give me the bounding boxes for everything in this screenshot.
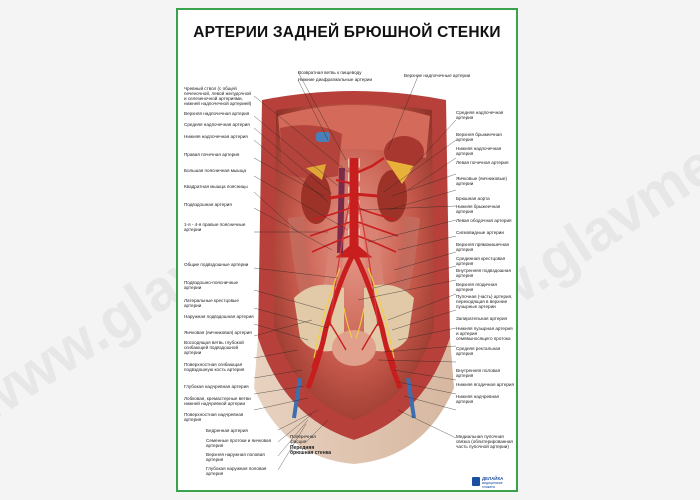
label-right-5: Яичковые (яичниковые) артерии [456, 176, 507, 186]
label-right-3: Нижняя надпочечная артерия [456, 146, 502, 156]
logo-tagline: медицинские плакаты [482, 481, 503, 489]
label-left-16: Поверхностная огибающая подвздошную кост… [184, 362, 245, 372]
label-left-15: Восходящая ветвь глубокой огибающей подв… [184, 340, 244, 355]
label-left-18: Лобковая, кремастерные ветви нижней надч… [184, 396, 251, 406]
label-right-19: Нижняя ягодичная артерия [456, 382, 514, 387]
label-left-12: Латеральные крестцовые артерии [184, 298, 239, 308]
label-left-5: Правая почечная артерия [184, 152, 240, 157]
label-left-2: Верхняя надпочечная артерия [184, 111, 250, 116]
label-left-13: Наружная подвздошная артерия [184, 314, 254, 319]
label-right-16: Нижняя пузырная артерия и артерия семявы… [456, 326, 513, 341]
label-left-14: Яичковая (яичниковая) артерия [184, 330, 252, 335]
label-right-8: Левая ободочная артерия [456, 218, 512, 223]
label-right-13: Верхняя ягодичная артерия [456, 282, 497, 292]
label-right-7: Нижняя брыжеечная артерия [456, 204, 501, 214]
label-right-10: Верхняя прямокишечная артерия [456, 242, 510, 252]
label-right-14: Пупочная (часть) артерия, переходящая в … [456, 294, 513, 309]
label-right-21: Медиальная пупочная связка (облитерирова… [456, 434, 513, 449]
label-left-9: 1-я - 4-я правые поясничные артерии [184, 222, 246, 232]
label-bottom-4: Глубокая наружная половая артерия [206, 466, 267, 476]
label-right-4: Левая почечная артерия [456, 160, 509, 165]
label-left-1: Чревный ствол (с общей печеночной, левой… [184, 86, 252, 106]
label-left-3: Средняя надпочечная артерия [184, 122, 250, 127]
label-top-3: Верхние надпочечные артерии [404, 73, 471, 78]
label-top-1: Возвратная ветвь к пищеводу [298, 70, 362, 75]
label-right-6: Брюшная аорта [456, 196, 490, 201]
label-top-2: Нижние диафрагмальные артерии [298, 77, 373, 82]
label-bottom-1: Бедренная артерия [206, 428, 248, 433]
label-left-8: Подвздошная артерия [184, 202, 232, 207]
label-right-17: Средняя ректальная артерия [456, 346, 501, 356]
label-right-9: Сигмовидные артерии [456, 230, 504, 235]
label-right-11: Срединная крестцовая артерия [456, 256, 506, 266]
label-right-20: Нижняя надчревная артерия [456, 394, 500, 404]
abdominal-wall-illustration [254, 91, 454, 464]
label-left-11: Подвздошно-поясничные артерии [184, 280, 239, 290]
poster: АРТЕРИИ ЗАДНЕЙ БРЮШНОЙ СТЕНКИ [176, 8, 518, 492]
label-fascia: Поперечная фасция [290, 434, 316, 444]
label-right-12: Внутренняя подвздошная артерия [456, 268, 511, 278]
label-right-18: Внутренняя половая артерия [456, 368, 501, 378]
label-left-7: Квадратная мышца поясницы [184, 184, 248, 189]
label-right-1: Средняя надпочечная артерия [456, 110, 504, 120]
label-left-6: Большая поясничная мышца [184, 168, 247, 173]
publisher-logo: ДЕЛАЙКА медицинские плакаты [472, 476, 516, 489]
logo-icon [472, 477, 480, 486]
label-left-17: Глубокая надчревная артерия [184, 384, 249, 389]
label-left-4: Нижняя надпочечная артерия [184, 134, 248, 139]
label-right-15: Запирательная артерия [456, 316, 507, 321]
label-right-2: Верхняя брыжеечная артерия [456, 132, 502, 142]
logo-name: ДЕЛАЙКА [482, 476, 504, 481]
label-anterior-wall: Передняя брюшная стенка [290, 445, 332, 456]
label-bottom-2: Семенные протоки и яичковая артерия [206, 438, 272, 448]
label-left-10: Общие подвздошные артерии [184, 262, 249, 267]
poster-title: АРТЕРИИ ЗАДНЕЙ БРЮШНОЙ СТЕНКИ [193, 24, 501, 41]
label-left-19: Поверхностная надчревная артерия [184, 412, 244, 422]
label-bottom-3: Верхняя наружная половая артерия [206, 452, 265, 462]
